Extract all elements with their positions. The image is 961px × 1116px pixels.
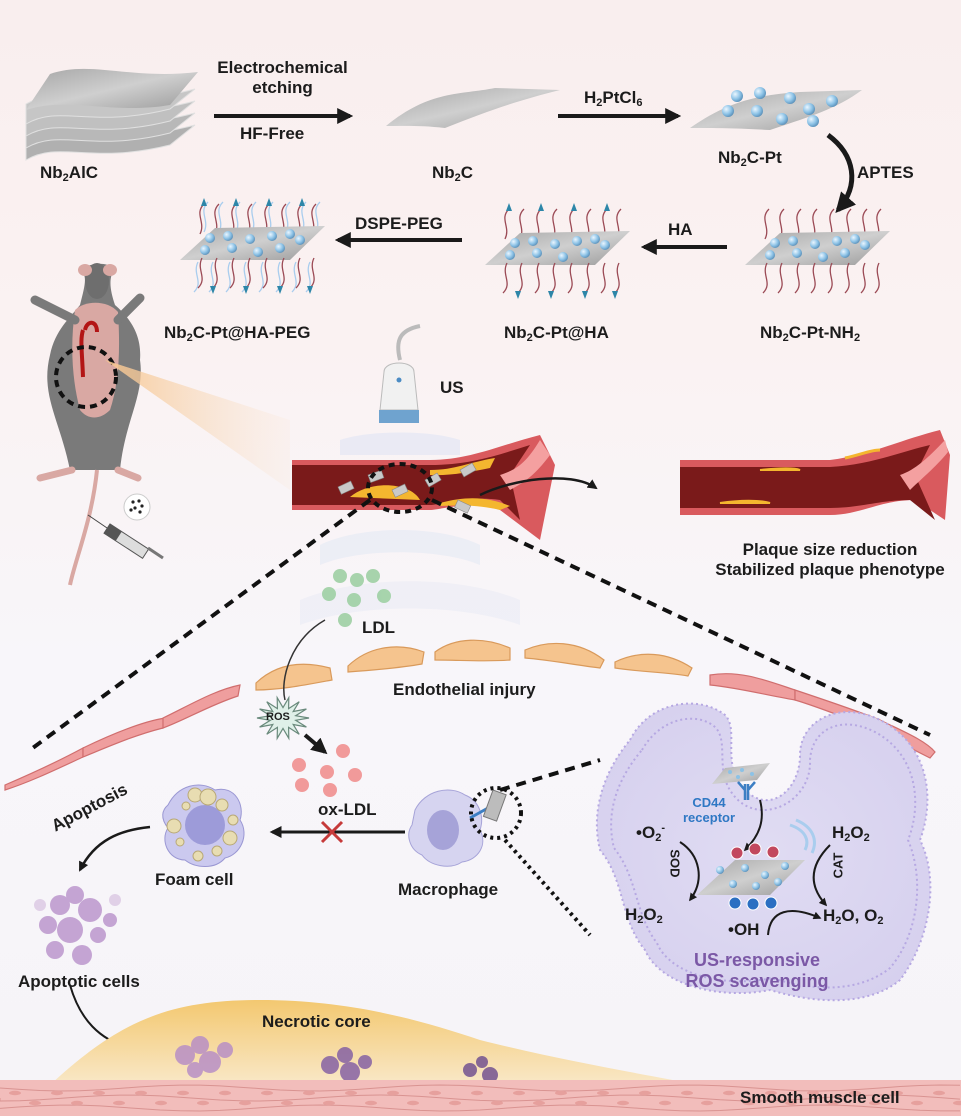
label-foam-cell: Foam cell — [155, 870, 234, 889]
arrow-treatment — [479, 477, 598, 497]
label-ros: ROS — [266, 711, 290, 723]
arrow-apoptosis — [78, 825, 151, 872]
label-nb2c-pt-ha: Nb2C-Pt@HA — [504, 323, 609, 344]
ros-burst-icon — [256, 695, 310, 741]
ultrasound-wave — [320, 530, 480, 565]
label-nb2c-pt-ha-peg: Nb2C-Pt@HA-PEG — [164, 323, 311, 344]
label-nb2c-pt-nh2: Nb2C-Pt-NH2 — [760, 323, 861, 344]
ldl-path — [283, 619, 326, 701]
label-superoxide: •O2- — [636, 822, 665, 844]
label-cat: CAT — [830, 852, 846, 879]
ultrasound-wave — [340, 432, 460, 455]
label-smooth-muscle-cell: Smooth muscle cell — [740, 1088, 900, 1107]
label-h2ptcl6: H2PtCl6 — [584, 88, 643, 109]
arrow-internalization — [743, 799, 763, 852]
arrow-cat — [812, 844, 831, 907]
nb2alc-layers — [25, 68, 198, 161]
arrow-sod — [679, 841, 700, 902]
necrotic-core-region — [50, 1000, 700, 1085]
label-h2o2-right: H2O2 — [832, 823, 870, 844]
label-ldl: LDL — [362, 618, 396, 637]
nanosheet-center — [697, 818, 816, 911]
apoptotic-cells-cluster — [34, 886, 121, 965]
label-dspe-peg: DSPE-PEG — [355, 214, 443, 233]
necrotic-debris — [175, 1036, 498, 1083]
foam-cell — [162, 784, 245, 867]
label-nb2c-pt: Nb2C-Pt — [718, 148, 782, 169]
zoom-guide-left — [28, 498, 372, 752]
ox-ldl-particles — [292, 744, 362, 797]
treated-vessel — [680, 430, 950, 520]
arrow-hydroxyl — [767, 910, 822, 936]
label-hydroxyl: •OH — [728, 920, 760, 939]
label-ultrasound: US — [440, 378, 464, 397]
label-h2o2-left: H2O2 — [625, 905, 663, 926]
label-ox-ldl: ox-LDL — [318, 800, 377, 819]
nb2c-sheet — [386, 88, 560, 128]
nb2c-pt-ha-peg-sheet — [180, 198, 325, 294]
label-nb2c: Nb2C — [432, 163, 474, 184]
macrophage-cell — [408, 786, 523, 867]
macrophage-inset — [595, 702, 932, 1002]
label-hf-free: HF-Free — [240, 124, 305, 143]
zoom-guide-macrophage-top — [499, 758, 601, 792]
nb2c-pt-ha-sheet — [485, 203, 630, 299]
blocked-x-icon — [320, 820, 344, 844]
label-endothelial-injury: Endothelial injury — [393, 680, 536, 699]
label-sod: SOD — [667, 849, 683, 878]
nanosheet-entering — [712, 763, 770, 800]
label-aptes: APTES — [857, 163, 914, 182]
label-nb2alc: Nb2AlC — [40, 163, 99, 184]
label-macrophage: Macrophage — [398, 880, 499, 899]
label-products: H2O, O2 — [823, 906, 884, 927]
ultrasound-wave — [300, 581, 520, 625]
label-apoptotic-cells: Apoptotic cells — [18, 972, 140, 991]
diseased-vessel — [292, 435, 555, 540]
nb2c-pt-nh2-sheet — [745, 208, 890, 294]
zoom-beam — [105, 360, 290, 490]
arrow-ros — [303, 733, 328, 755]
zoom-guide-right — [431, 498, 931, 737]
smooth-muscle-layer — [0, 1080, 961, 1116]
ultrasound-probe-icon — [379, 324, 421, 423]
nb2c-pt-sheet — [690, 87, 862, 130]
syringe-icon — [87, 493, 164, 560]
mouse-illustration — [30, 263, 145, 586]
label-ha: HA — [668, 220, 693, 239]
endothelial-cells — [4, 639, 936, 791]
arrow-aptes — [826, 132, 857, 214]
ldl-particles — [322, 569, 391, 627]
label-necrotic-core: Necrotic core — [262, 1012, 371, 1031]
zoom-guide-macrophage-bottom — [503, 838, 592, 937]
